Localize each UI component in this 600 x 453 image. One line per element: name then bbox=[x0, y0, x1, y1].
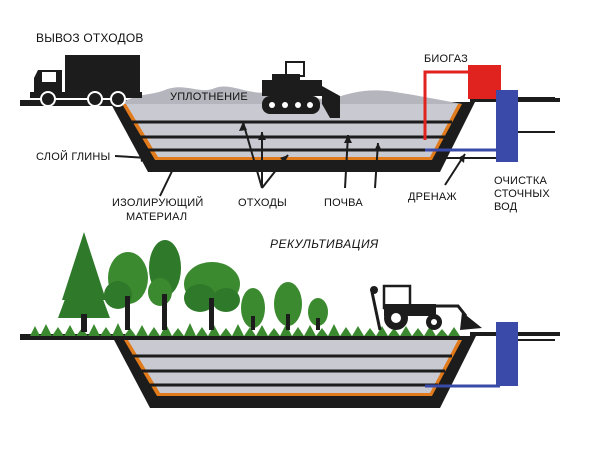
tree-icon bbox=[274, 282, 302, 330]
recultivated-landfill: РЕКУЛЬТИВАЦИЯ bbox=[20, 232, 560, 408]
label-drainage: ДРЕНАЖ bbox=[408, 191, 457, 203]
tractor-icon bbox=[370, 284, 482, 331]
active-landfill: ВЫВОЗ ОТХОДОВ УПЛОТНЕНИЕ БИОГАЗ СЛОЙ ГЛИ… bbox=[20, 31, 560, 223]
label-treatment-1: ОЧИСТКА bbox=[494, 175, 547, 187]
label-insulating-2: МАТЕРИАЛ bbox=[126, 211, 187, 223]
biogas-pipe bbox=[423, 70, 478, 140]
waste-fill bbox=[126, 104, 458, 157]
water-treatment-tank bbox=[496, 322, 518, 386]
label-clay-layer: СЛОЙ ГЛИНЫ bbox=[36, 150, 110, 163]
tree-icon bbox=[104, 252, 148, 330]
label-waste: ОТХОДЫ bbox=[238, 197, 287, 209]
tree-icon bbox=[148, 240, 181, 330]
label-soil: ПОЧВА bbox=[324, 197, 363, 209]
water-treatment-tank bbox=[496, 90, 518, 162]
tree-icon bbox=[184, 262, 240, 330]
garbage-truck-icon bbox=[30, 55, 142, 107]
tree-icon bbox=[308, 298, 328, 330]
compactor-icon bbox=[262, 61, 340, 118]
ground-left bbox=[20, 334, 130, 340]
waste-fill bbox=[128, 340, 458, 393]
biogas-tank bbox=[468, 65, 501, 99]
label-insulating-1: ИЗОЛИРУЮЩИЙ bbox=[112, 196, 204, 209]
label-waste-removal: ВЫВОЗ ОТХОДОВ bbox=[36, 31, 144, 45]
ground-left bbox=[20, 100, 130, 106]
tree-icon bbox=[58, 232, 110, 332]
grass-strip bbox=[30, 323, 468, 336]
arrowheads bbox=[140, 122, 465, 172]
label-treatment-2: СТОЧНЫХ bbox=[494, 188, 550, 200]
label-treatment-3: ВОД bbox=[494, 201, 518, 213]
label-recultivation: РЕКУЛЬТИВАЦИЯ bbox=[270, 237, 379, 251]
tree-icon bbox=[241, 288, 265, 330]
label-compaction: УПЛОТНЕНИЕ bbox=[170, 91, 248, 103]
label-biogas: БИОГАЗ bbox=[424, 53, 468, 65]
